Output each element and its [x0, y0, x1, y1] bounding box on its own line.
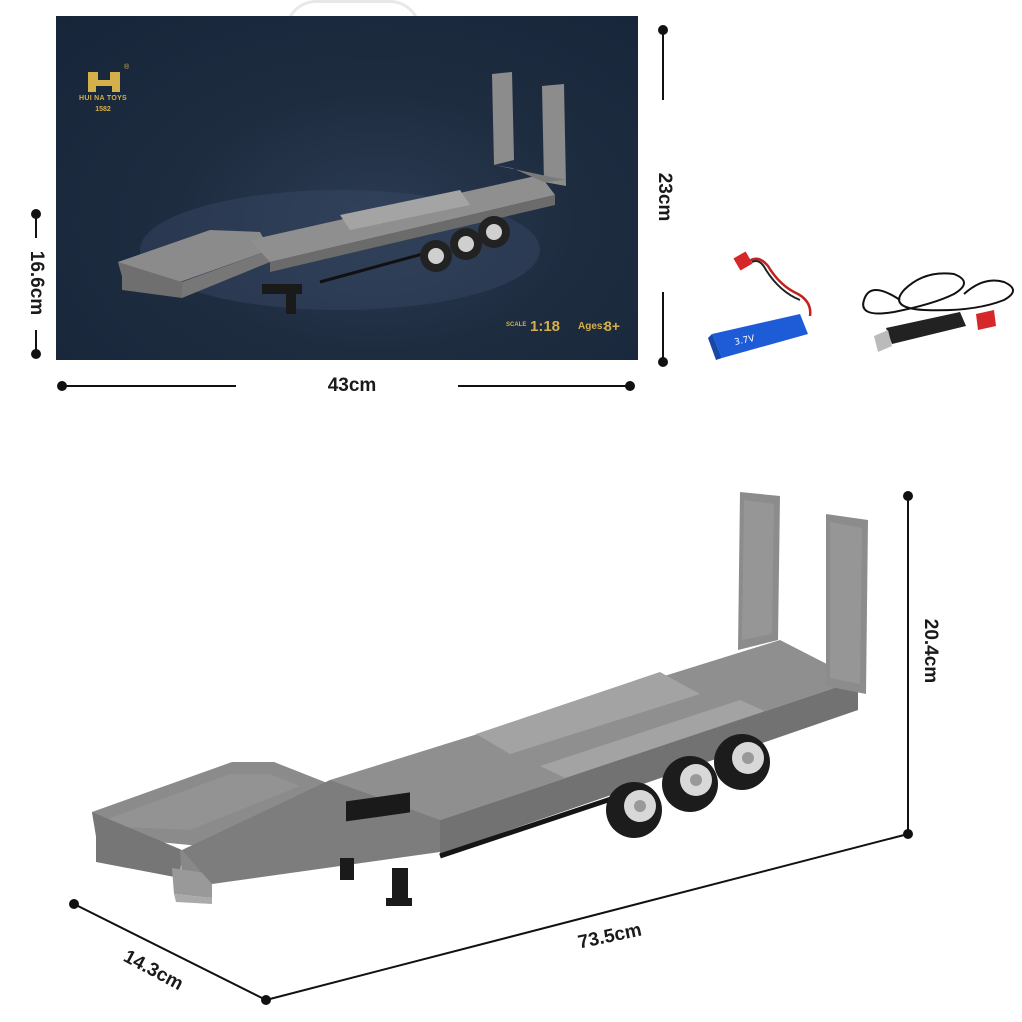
- box-height-label: 23cm: [654, 172, 675, 222]
- trailer-icon: [92, 492, 868, 906]
- ages-value: 8+: [604, 318, 620, 334]
- trailer-height-label: 20.4cm: [920, 618, 941, 684]
- usb-cable-icon: [862, 272, 1014, 352]
- brand-logo-icon: [88, 72, 120, 92]
- registered-mark: ®: [124, 64, 130, 71]
- scale-value: 1:18: [530, 318, 561, 335]
- brand-name: HUI NA TOYS: [78, 95, 128, 102]
- wheel-icon: [662, 756, 718, 812]
- svg-text:3.7V: 3.7V: [734, 334, 757, 348]
- scale-label: SCALE: [506, 322, 527, 328]
- model-number: 1582: [95, 106, 111, 113]
- trailer-length-dimension-line: [265, 833, 909, 1001]
- box-depth-label: 16.6cm: [26, 250, 47, 316]
- ages-label: Ages:: [578, 321, 606, 332]
- wheel-icon: [606, 782, 662, 838]
- wheel-icon: [714, 734, 770, 790]
- battery-icon: 3.7V: [708, 251, 812, 360]
- box-trailer-icon: [118, 72, 566, 314]
- trailer-width-dimension-line: [73, 903, 267, 1001]
- box-width-label: 43cm: [327, 375, 377, 396]
